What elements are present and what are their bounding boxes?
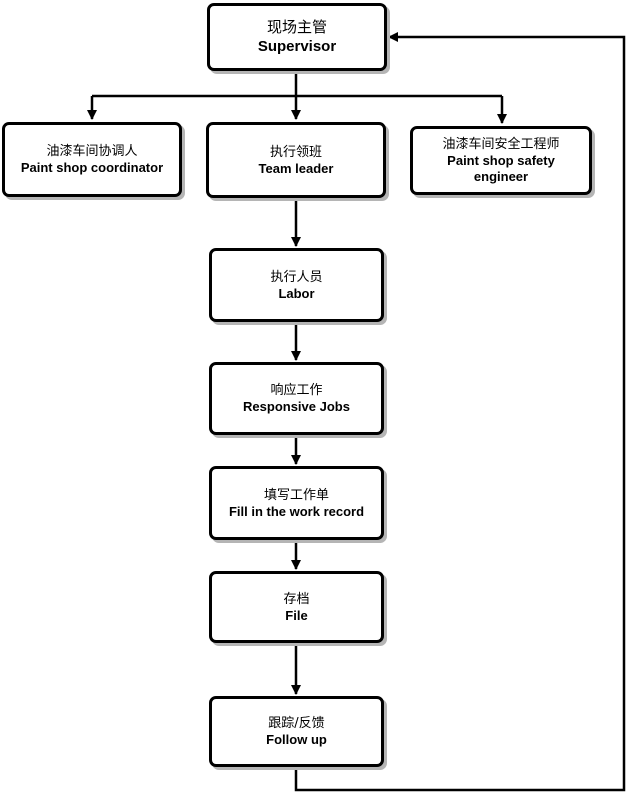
work-record-box: 填写工作单 Fill in the work record [209,466,384,540]
coordinator-label-en: Paint shop coordinator [20,160,164,175]
supervisor-label-zh: 现场主管 [266,18,327,36]
work-record-label-zh: 填写工作单 [263,487,329,503]
coordinator-label-zh: 油漆车间协调人 [46,144,138,159]
labor-label-en: Labor [278,285,315,301]
follow-up-box: 跟踪/反馈 Follow up [209,696,384,767]
coordinator-box: 油漆车间协调人 Paint shop coordinator [2,122,182,197]
file-label-en: File [285,607,308,623]
work-record-label-en: Fill in the work record [228,503,365,519]
feedback-loop-arrow [294,32,626,792]
supervisor-label-en: Supervisor [257,38,337,55]
team-leader-box: 执行领班 Team leader [206,122,386,198]
safety-engineer-label-en: Paint shop safety engineer [447,153,555,184]
responsive-jobs-label-zh: 响应工作 [270,383,323,398]
safety-engineer-label-zh: 油漆车间安全工程师 [442,137,560,152]
follow-up-label-en: Follow up [266,732,327,747]
file-label-zh: 存档 [283,591,310,607]
follow-up-label-zh: 跟踪/反馈 [268,716,325,731]
team-leader-label-zh: 执行领班 [269,144,322,160]
supervisor-box: 现场主管 Supervisor [207,3,387,71]
team-leader-label-en: Team leader [258,160,334,176]
responsive-jobs-label-en: Responsive Jobs [243,399,350,414]
labor-box: 执行人员 Labor [209,248,384,322]
responsive-jobs-box: 响应工作 Responsive Jobs [209,362,384,435]
labor-label-zh: 执行人员 [270,269,323,285]
file-box: 存档 File [209,571,384,643]
safety-engineer-box: 油漆车间安全工程师 Paint shop safety engineer [410,126,592,195]
